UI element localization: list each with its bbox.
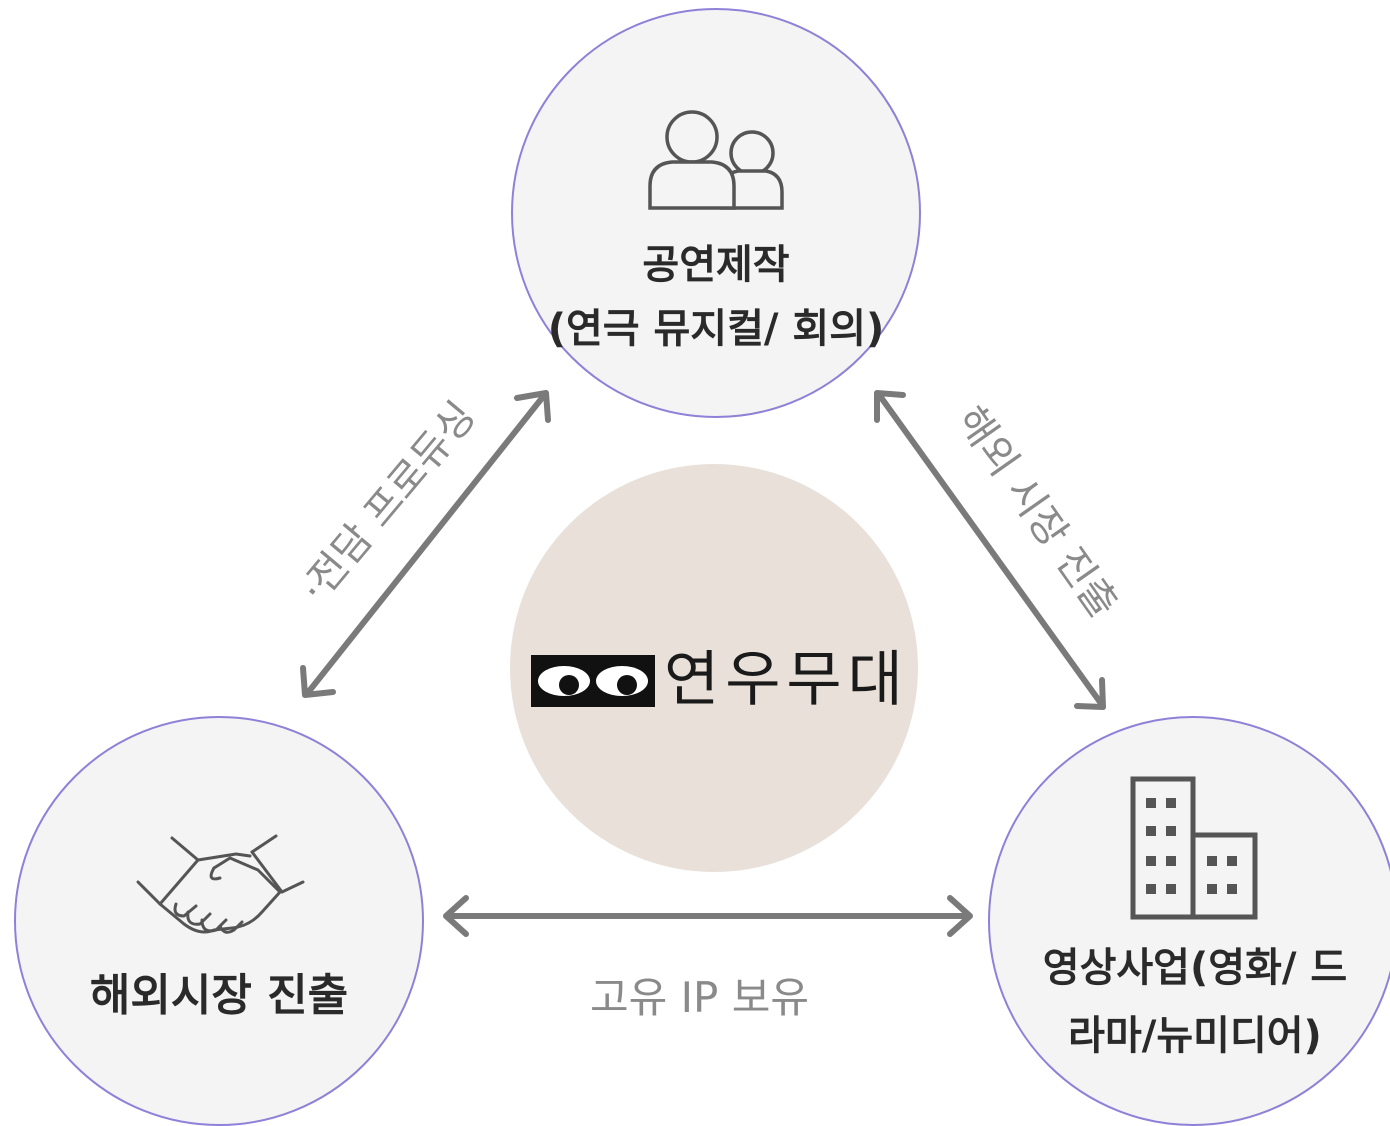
arrowhead-bottom-left bbox=[443, 895, 469, 937]
logo-eyes-mark bbox=[531, 655, 655, 707]
arrowhead-left-top bbox=[514, 390, 551, 423]
handshake-icon bbox=[136, 834, 305, 934]
logo-wordmark: 연우무대 bbox=[664, 645, 909, 715]
building-icon bbox=[1130, 776, 1258, 920]
top-node-subtitle: (연극 뮤지컬/ 회의) bbox=[547, 306, 885, 352]
right-node-title-line1: 영상사업(영화/ 드 bbox=[1042, 945, 1348, 991]
left-node-title: 해외시장 진출 bbox=[89, 970, 349, 1021]
node-overseas-market bbox=[14, 716, 424, 1126]
arrowhead-right-bottom bbox=[1074, 677, 1106, 710]
arrow-left-diagonal bbox=[307, 395, 545, 693]
arrowhead-left-bottom bbox=[300, 665, 336, 698]
right-node-title-line2: 라마/뉴미디어) bbox=[1068, 1013, 1322, 1059]
node-performance-production bbox=[511, 8, 921, 418]
arrow-right-diagonal bbox=[877, 393, 1103, 705]
people-icon bbox=[648, 110, 784, 210]
top-node-title: 공연제작 bbox=[642, 242, 790, 288]
arrowhead-right-top bbox=[874, 390, 906, 423]
edge-label-bottom: 고유 IP 보유 bbox=[590, 973, 809, 1022]
arrowhead-bottom-right bbox=[947, 895, 973, 937]
